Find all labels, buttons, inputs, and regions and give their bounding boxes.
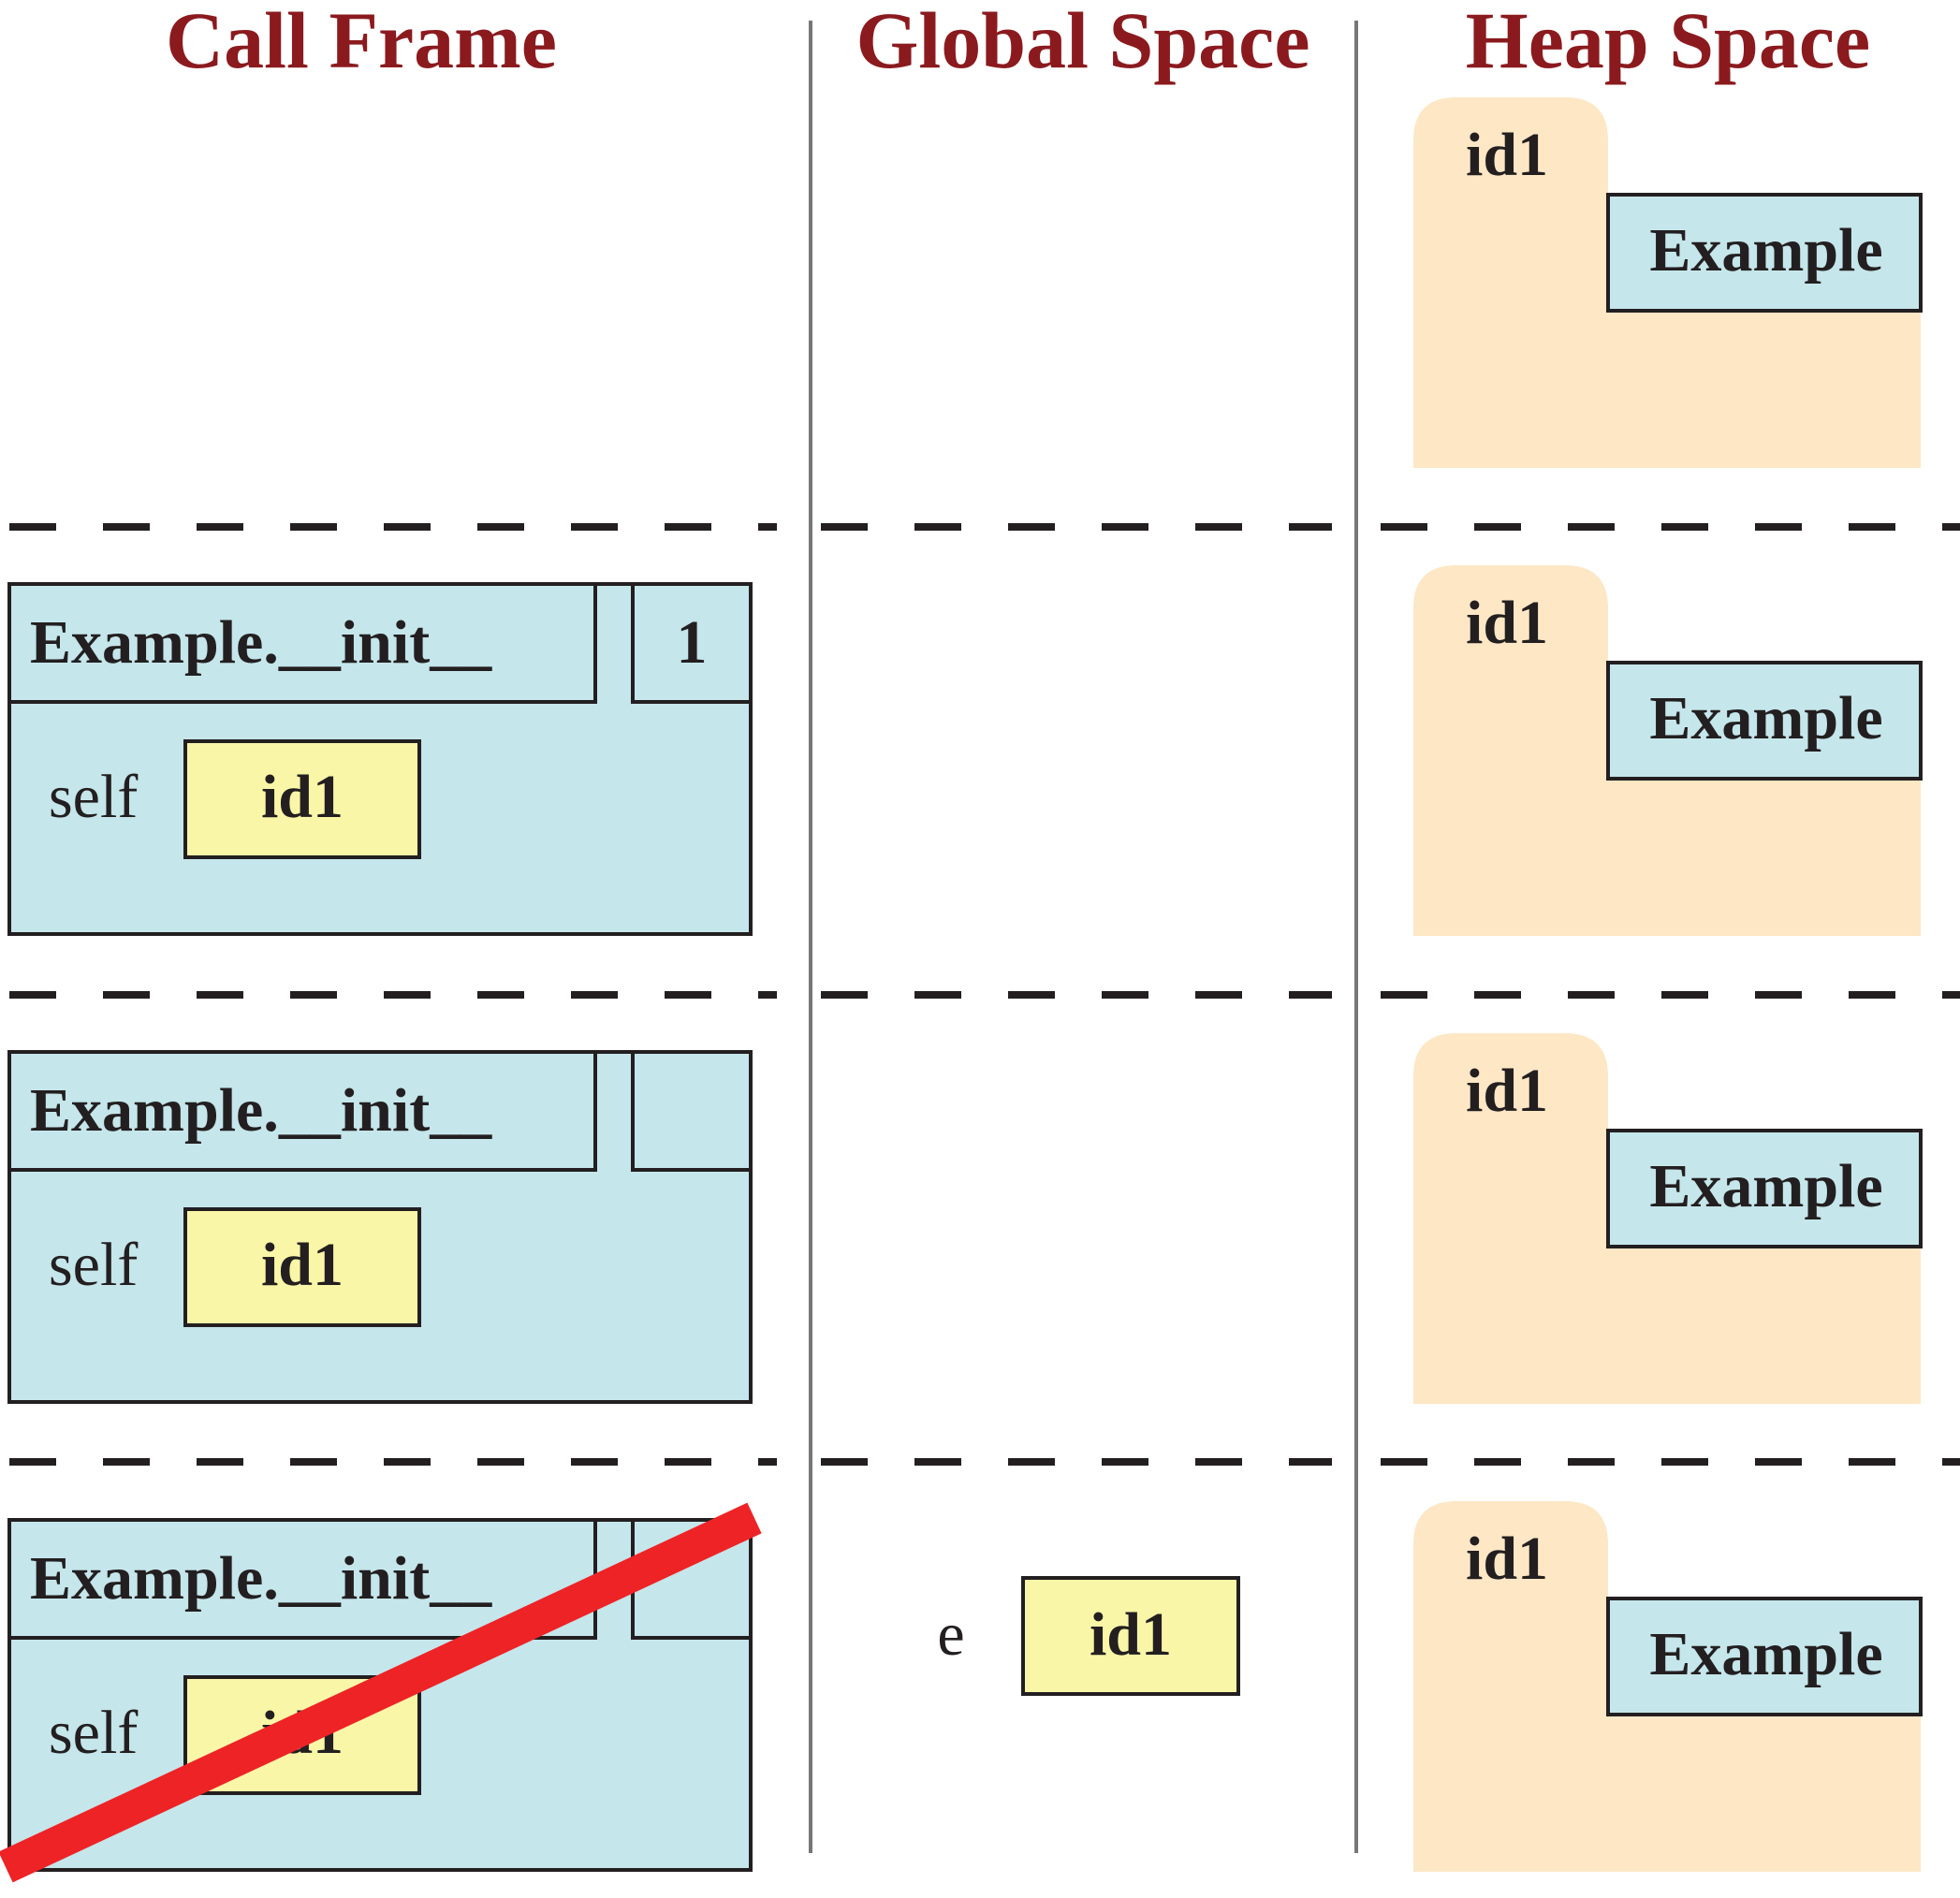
call-frame-line-box — [631, 582, 753, 704]
call-frame-var-value: id1 — [261, 1231, 344, 1299]
heap-class-box — [1606, 1129, 1923, 1248]
heap-class-box — [1606, 661, 1923, 781]
heap-object-id: id1 — [1466, 1057, 1548, 1125]
call-frame-name: Example.__init__ — [30, 1544, 492, 1613]
heap-class-box — [1606, 1597, 1923, 1716]
call-frame: Example.__init__ self id1 — [7, 1050, 753, 1404]
call-frame-var-name: self — [49, 763, 138, 831]
call-frame-line-box — [631, 1050, 753, 1172]
call-frame-name-box — [7, 1518, 597, 1640]
header-global-space: Global Space — [856, 0, 1309, 85]
global-var-value-box — [1021, 1576, 1240, 1696]
global-var-value: id1 — [1090, 1600, 1172, 1669]
call-frame-name: Example.__init__ — [30, 1076, 492, 1145]
heap-class-name: Example — [1649, 684, 1882, 752]
call-frame-var-name: self — [49, 1231, 138, 1299]
heap-folder: id1 Example — [1413, 565, 1923, 936]
call-frame-var-value-box — [183, 1207, 421, 1327]
heap-folder: id1 Example — [1413, 1033, 1923, 1404]
heap-class-name: Example — [1649, 216, 1882, 285]
call-frame-name: Example.__init__ — [30, 608, 492, 677]
global-variable: e id1 — [937, 1576, 1240, 1696]
heap-object-id: id1 — [1466, 589, 1548, 657]
heap-folder: id1 Example — [1413, 1501, 1923, 1872]
heap-class-name: Example — [1649, 1152, 1882, 1220]
header-call-frame: Call Frame — [166, 0, 557, 85]
call-frame-var-name: self — [49, 1699, 138, 1767]
call-frame-var-value: id1 — [261, 763, 344, 831]
heap-object-id: id1 — [1466, 121, 1548, 189]
call-frame-line-number: 1 — [677, 608, 708, 677]
call-frame-var-value-box — [183, 739, 421, 859]
call-frame: Example.__init__ 1 self id1 — [7, 582, 753, 936]
call-frame-name-box — [7, 1050, 597, 1172]
header-heap-space: Heap Space — [1466, 0, 1870, 85]
global-var-name: e — [937, 1600, 964, 1669]
erased-frame-cross — [0, 1502, 762, 1883]
heap-class-box — [1606, 193, 1923, 313]
heap-class-name: Example — [1649, 1620, 1882, 1688]
heap-folder: id1 Example — [1413, 97, 1923, 468]
heap-object-id: id1 — [1466, 1525, 1548, 1593]
call-frame-name-box — [7, 582, 597, 704]
